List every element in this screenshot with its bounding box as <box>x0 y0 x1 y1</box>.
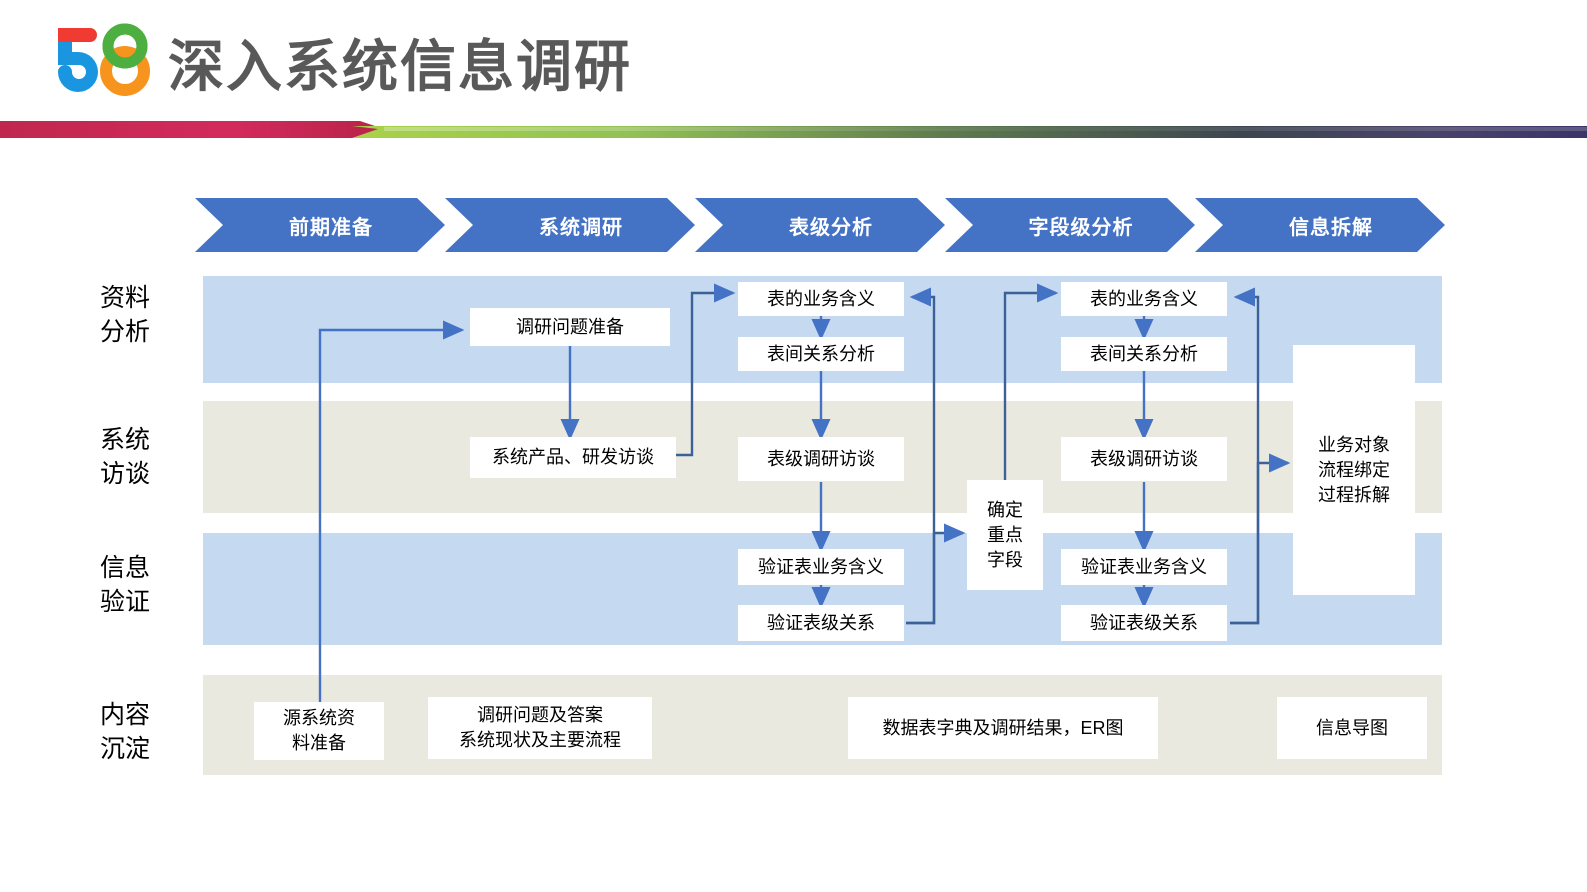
node-biao-yewu-hanyi-2[interactable]: 表的业务含义 <box>1061 282 1227 316</box>
lane-band-neirong <box>203 675 1442 775</box>
node-xitong-chanpin-yanfa-fangtan[interactable]: 系统产品、研发访谈 <box>470 437 676 478</box>
node-label: 确定 重点 字段 <box>987 499 1023 570</box>
phase-chevron-label: 前期准备 <box>289 216 373 239</box>
node-label: 表间关系分析 <box>767 343 875 364</box>
node-label: 系统产品、研发访谈 <box>492 447 654 467</box>
decorative-ribbon <box>0 121 1587 138</box>
node-label: 验证表级关系 <box>1090 612 1198 633</box>
lane-label-xitong: 系统 访谈 <box>100 426 151 488</box>
phase-chevron-2[interactable]: 表级分析 <box>695 198 945 252</box>
node-biao-yewu-hanyi-1[interactable]: 表的业务含义 <box>738 282 904 316</box>
phase-chevron-label: 表级分析 <box>789 216 873 239</box>
node-label: 表的业务含义 <box>767 288 875 309</box>
node-yanzheng-biao-yewu-hanyi-2[interactable]: 验证表业务含义 <box>1061 549 1227 585</box>
phase-chevron-3[interactable]: 字段级分析 <box>945 198 1195 252</box>
node-shujubiao-zidian-er-tu[interactable]: 数据表字典及调研结果，ER图 <box>848 697 1158 759</box>
node-diaoyan-wenti-ji-daan[interactable]: 调研问题及答案 系统现状及主要流程 <box>428 697 652 759</box>
phase-chevron-label: 字段级分析 <box>1028 216 1134 239</box>
node-label: 表的业务含义 <box>1090 288 1198 309</box>
phase-chevron-bar: 前期准备 系统调研 表级分析 字段级分析 信息拆解 <box>195 198 1445 252</box>
node-label: 表间关系分析 <box>1090 343 1198 364</box>
node-yewu-duixiang-chaijie[interactable]: 业务对象 流程绑定 过程拆解 <box>1293 345 1415 595</box>
lane-label-ziliao: 资料 分析 <box>100 284 151 346</box>
node-label: 表级调研访谈 <box>767 448 875 469</box>
lane-label-xinxi: 信息 验证 <box>100 554 151 616</box>
node-label: 调研问题及答案 系统现状及主要流程 <box>459 705 621 750</box>
node-biaoji-diaoyan-fangtan-2[interactable]: 表级调研访谈 <box>1061 437 1227 481</box>
phase-chevron-0[interactable]: 前期准备 <box>195 198 445 252</box>
phase-chevron-1[interactable]: 系统调研 <box>445 198 695 252</box>
node-label: 数据表字典及调研结果，ER图 <box>882 717 1124 738</box>
lane-label-neirong: 内容 沉淀 <box>100 701 151 763</box>
page-title: 深入系统信息调研 <box>168 35 632 98</box>
node-yanzheng-biaoji-guanxi-2[interactable]: 验证表级关系 <box>1061 605 1227 641</box>
node-label: 验证表业务含义 <box>758 556 884 577</box>
page-header: 深入系统信息调研 <box>0 0 1587 112</box>
node-queding-zhongdian-ziduan[interactable]: 确定 重点 字段 <box>967 480 1043 590</box>
node-biaojian-guanxi-fenxi-2[interactable]: 表间关系分析 <box>1061 337 1227 371</box>
phase-chevron-4[interactable]: 信息拆解 <box>1195 198 1445 252</box>
node-label: 源系统资 料准备 <box>283 708 355 753</box>
node-label: 业务对象 流程绑定 过程拆解 <box>1318 434 1390 505</box>
node-label: 验证表业务含义 <box>1081 556 1207 577</box>
node-yanzheng-biao-yewu-hanyi-1[interactable]: 验证表业务含义 <box>738 549 904 585</box>
node-xinxi-daotu[interactable]: 信息导图 <box>1277 697 1427 759</box>
phase-chevron-label: 系统调研 <box>539 216 623 239</box>
node-label: 信息导图 <box>1316 717 1388 738</box>
node-label: 表级调研访谈 <box>1090 448 1198 469</box>
node-biaojian-guanxi-fenxi-1[interactable]: 表间关系分析 <box>738 337 904 371</box>
node-yuan-xitong-ziliao-zhunbei[interactable]: 源系统资 料准备 <box>254 702 384 760</box>
node-biaoji-diaoyan-fangtan-1[interactable]: 表级调研访谈 <box>738 437 904 481</box>
node-diaoyan-wenti-zhunbei[interactable]: 调研问题准备 <box>470 308 670 346</box>
node-label: 验证表级关系 <box>767 612 875 633</box>
phase-chevron-label: 信息拆解 <box>1289 216 1373 239</box>
58-logo-icon <box>58 23 150 96</box>
node-label: 调研问题准备 <box>516 316 624 337</box>
node-yanzheng-biaoji-guanxi-1[interactable]: 验证表级关系 <box>738 605 904 641</box>
